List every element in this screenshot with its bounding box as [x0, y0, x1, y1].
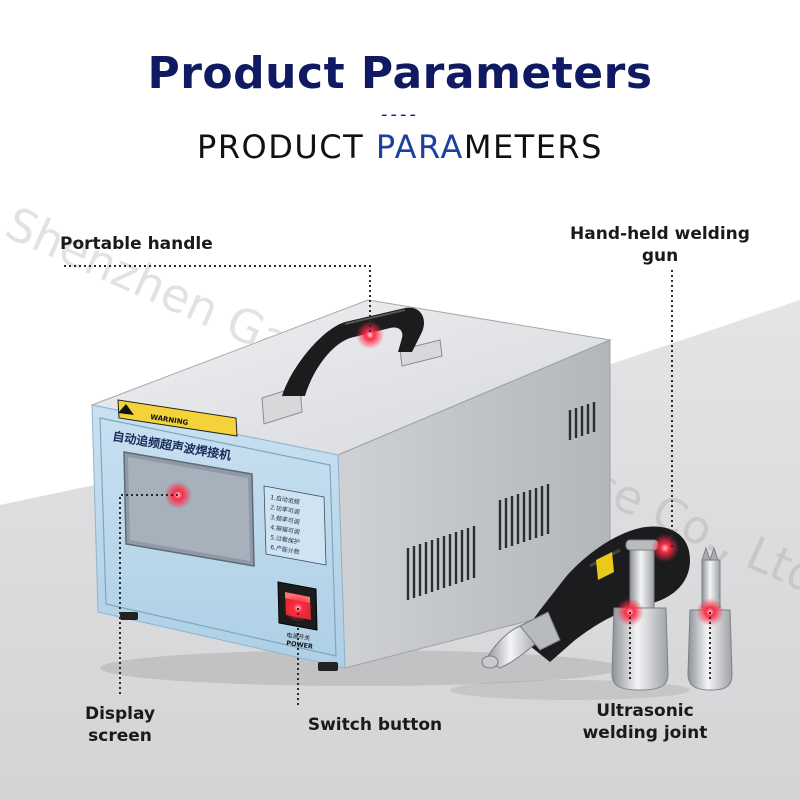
callout-welding-gun-line2: gun — [641, 246, 679, 266]
switch-caption-en: POWER — [286, 639, 314, 651]
callout-portable-handle: Portable handle — [60, 234, 213, 254]
callout-joint-line2: welding joint — [582, 723, 708, 743]
callout-display-line1: Display — [84, 704, 156, 724]
page-title: Product Parameters — [147, 48, 653, 99]
welding-joint-1 — [611, 539, 669, 691]
title-divider: ---- — [381, 104, 419, 125]
callout-welding-gun-line1: Hand-held welding — [570, 224, 750, 244]
page-subtitle: PRODUCT PARAMETERS — [0, 128, 800, 166]
callout-joint-line1: Ultrasonic — [596, 701, 694, 721]
switch-caption-cn: 电源开关 — [286, 631, 311, 642]
callout-welding-joint: Ultrasonic welding joint — [570, 700, 720, 744]
callout-display-line2: screen — [88, 726, 152, 746]
subtitle-highlight: PARA — [375, 128, 464, 166]
welding-joint-2 — [687, 546, 733, 691]
subtitle-part: METERS — [463, 128, 603, 166]
subtitle-part: PRODUCT — [197, 128, 376, 166]
carry-handle[interactable] — [261, 307, 443, 425]
callout-welding-gun: Hand-held welding gun — [560, 223, 760, 267]
callout-display-screen: Display screen — [70, 703, 170, 747]
callout-switch-button: Switch button — [307, 715, 443, 735]
